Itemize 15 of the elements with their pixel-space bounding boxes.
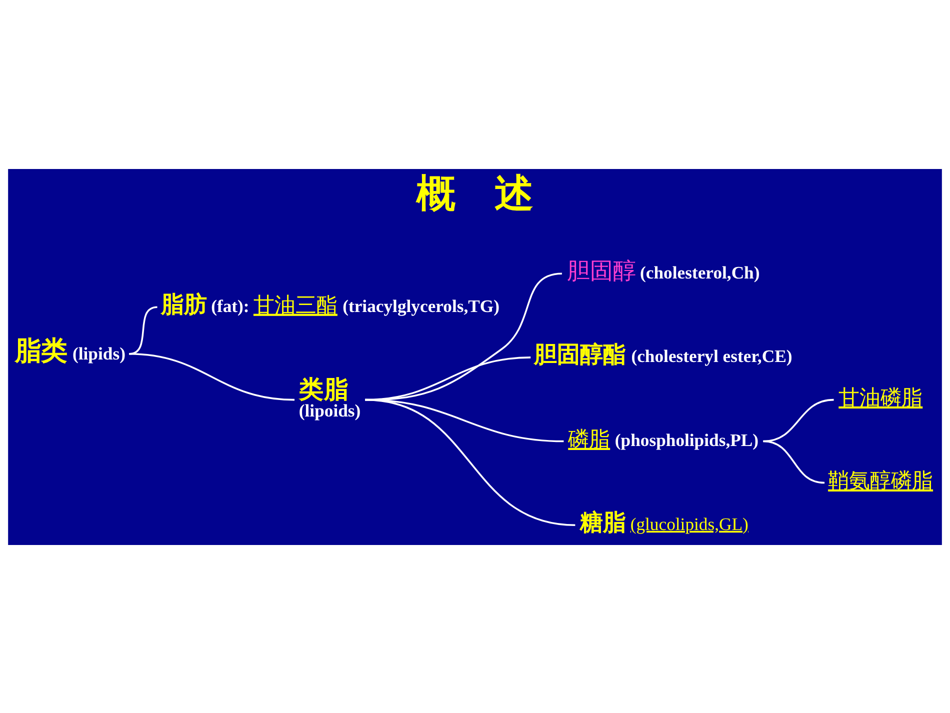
node-text: 鞘氨醇磷脂 <box>828 466 934 492</box>
node-text: 类脂 (lipoids) <box>298 374 361 420</box>
connector <box>763 440 825 484</box>
node-text: 磷脂 (phospholipids,PL) <box>568 425 759 450</box>
connector <box>128 306 158 354</box>
node-text: 脂类 (lipids) <box>15 335 126 366</box>
node-text: 甘油磷脂 <box>838 384 923 409</box>
connector <box>763 398 834 442</box>
connector <box>128 352 295 400</box>
node-text: 胆固醇 (cholesterol,Ch) <box>566 258 760 284</box>
connector <box>365 398 576 526</box>
node-text: 脂肪 (fat): 甘油三酯 (triacylglycerols,TG) <box>160 291 500 318</box>
diagram-title: 概 述 <box>416 170 534 216</box>
node-text: 胆固醇酯 (cholesteryl ester,CE) <box>534 342 792 368</box>
node-text: 糖脂 (glucolipids,GL) <box>580 509 748 536</box>
